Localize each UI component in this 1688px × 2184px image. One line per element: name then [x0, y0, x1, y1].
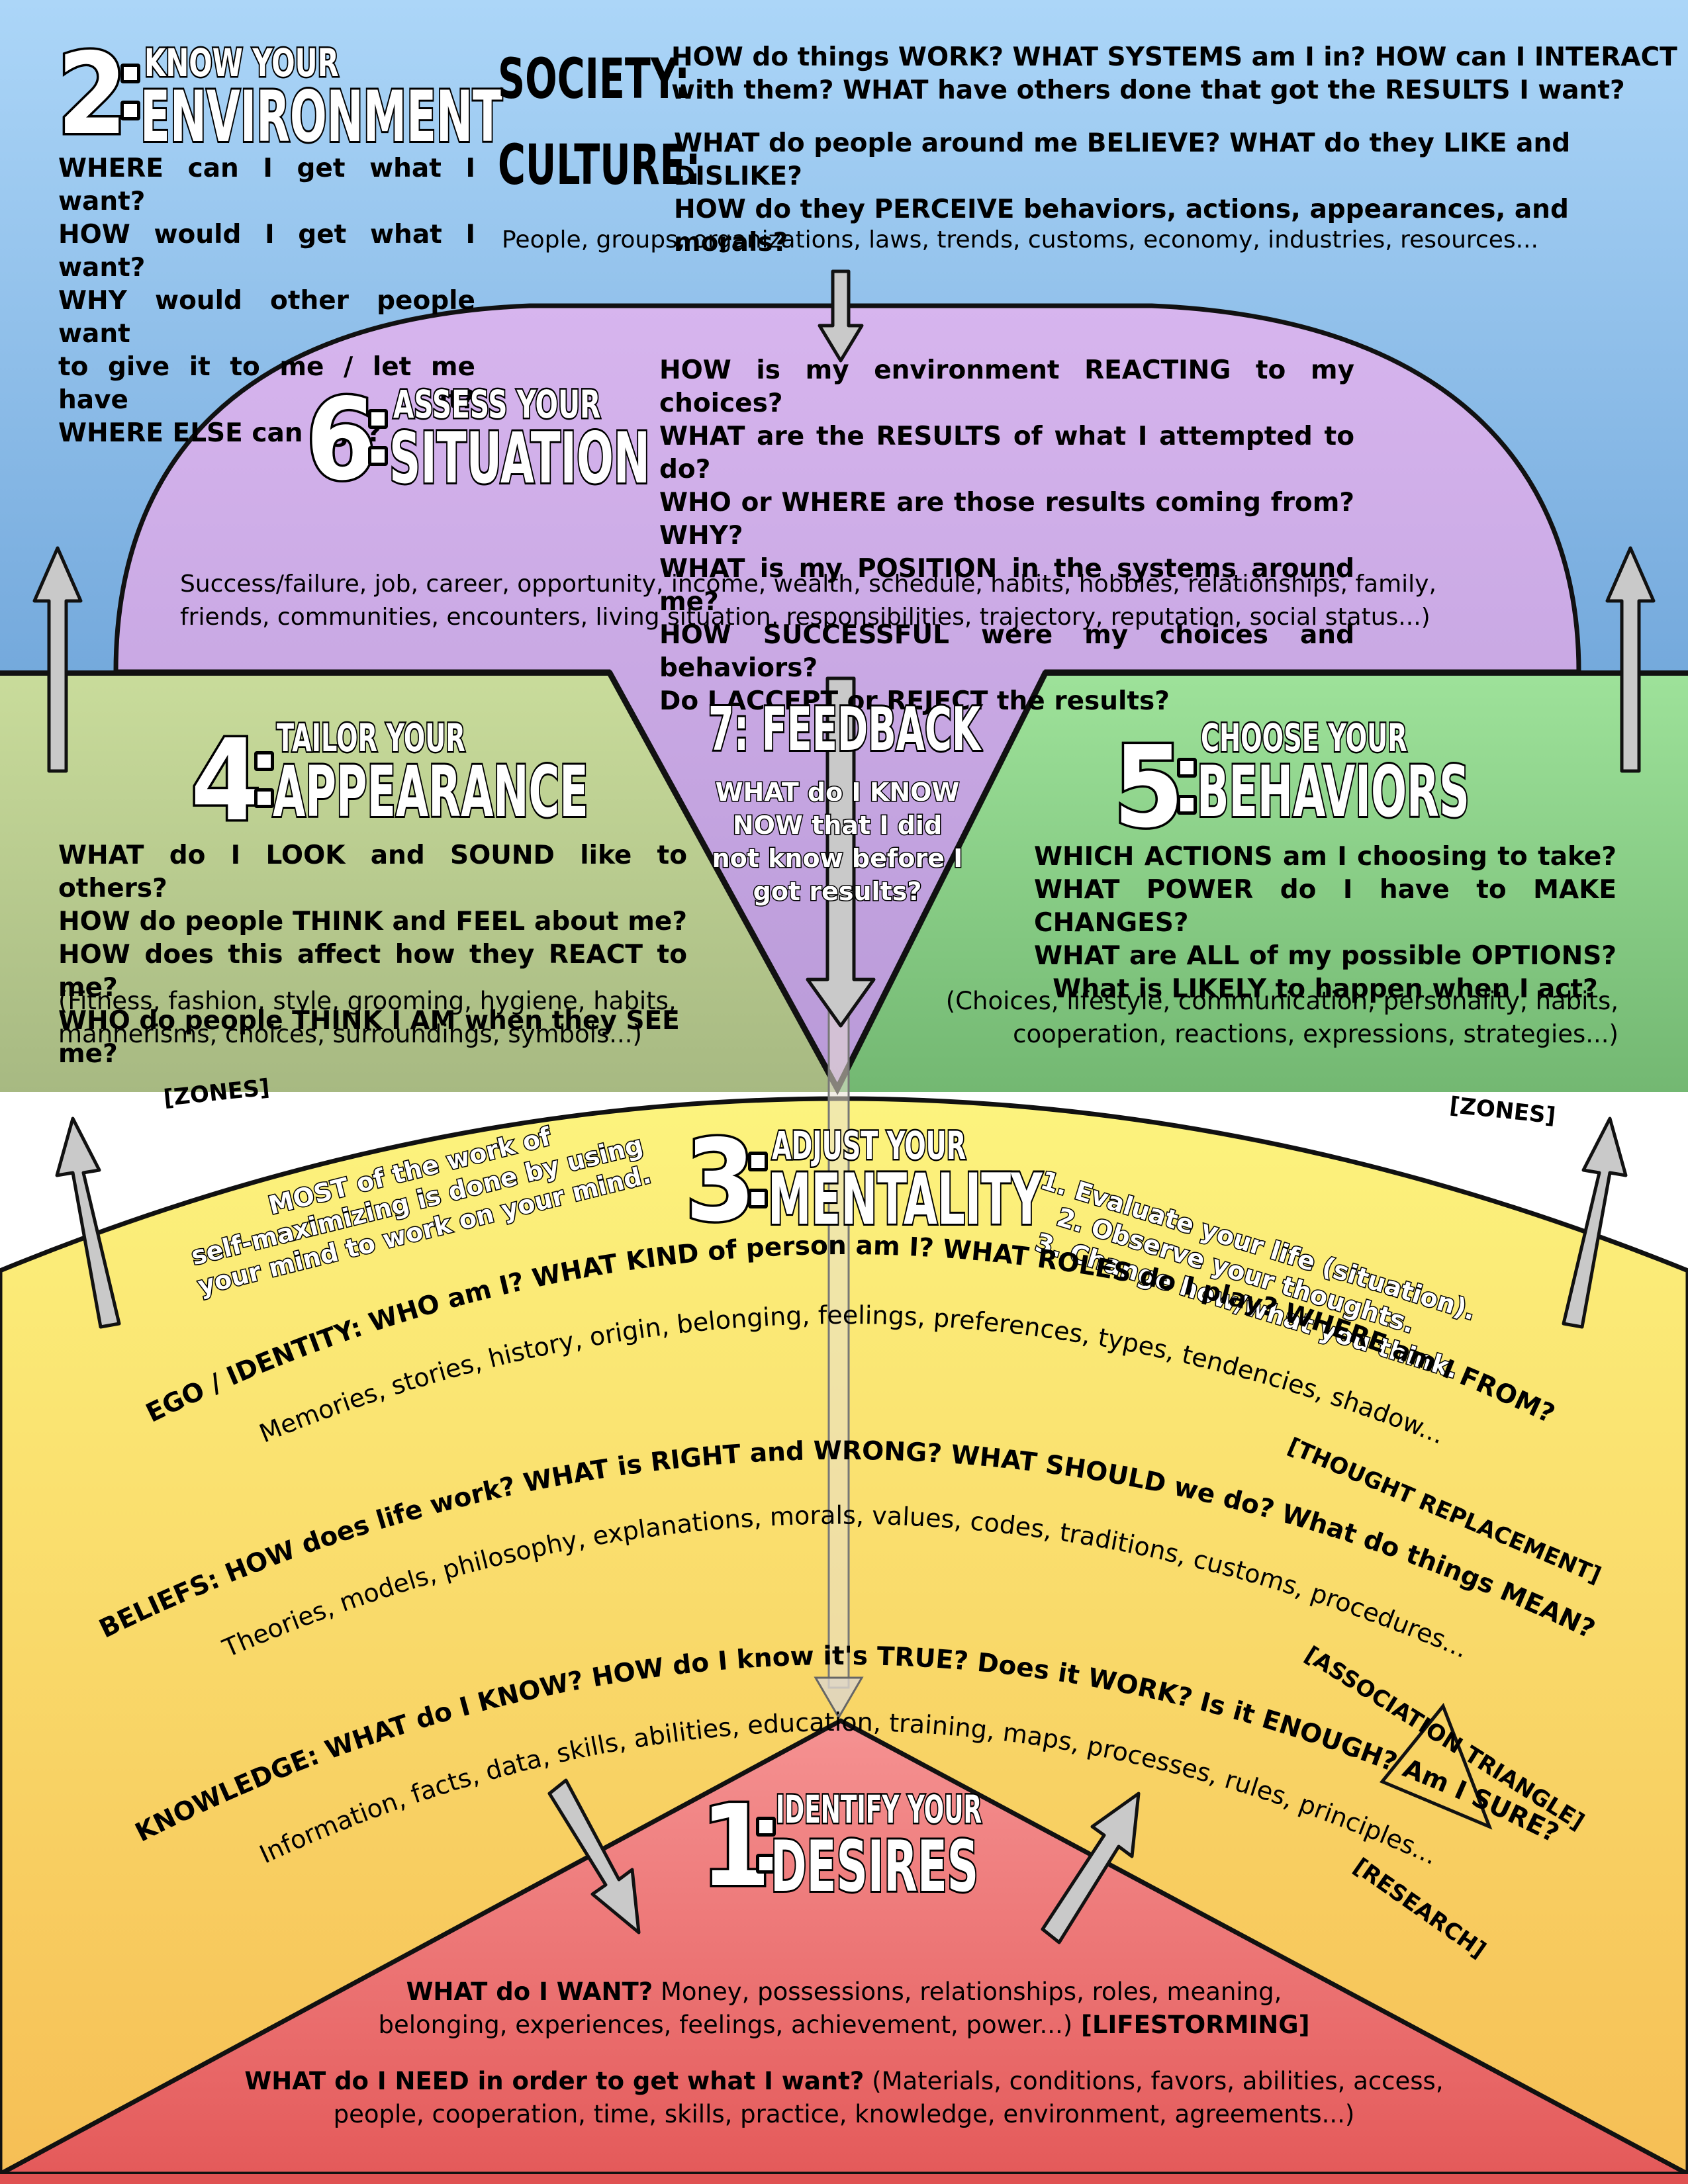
behaviors-colon: [1177, 758, 1197, 817]
appearance-colon: [254, 751, 274, 811]
behaviors-question: WHICH ACTIONS am I choosing to take?: [1034, 842, 1617, 872]
appearance-kicker: TAILOR YOUR: [275, 715, 466, 760]
mentality-kicker: ADJUST YOUR: [771, 1123, 966, 1168]
appearance-questions: WHAT do I LOOK and SOUND like to others?…: [58, 839, 687, 1071]
environment-colon: [120, 64, 140, 123]
culture-line: HOW do they PERCEIVE behaviors, actions,…: [674, 195, 1569, 257]
situation-questions: HOW is my environment REACTING to my cho…: [659, 354, 1354, 718]
appearance-question: HOW do people THINK and FEEL about me?: [58, 907, 687, 936]
appearance-example-line: mannerisms, choices, surroundings, symbo…: [58, 1020, 642, 1048]
society-label: SOCIETY:: [498, 46, 690, 111]
desires-want-examples: Money, possessions, relationships, roles…: [653, 1978, 1282, 2006]
environment-question: to give it to me / let me have it?: [58, 352, 475, 415]
behaviors-question: WHAT are ALL of my possible OPTIONS?: [1034, 941, 1617, 971]
behaviors-questions: WHICH ACTIONS am I choosing to take? WHA…: [1034, 841, 1617, 1006]
behaviors-kicker: CHOOSE YOUR: [1199, 715, 1408, 760]
mentality-colon: [748, 1152, 768, 1211]
environment-question: WHY would other people want: [58, 286, 475, 349]
lifestorming-tag: [LIFESTORMING]: [1072, 2011, 1310, 2039]
appearance-question: WHO do people THINK I AM when they SEE m…: [58, 1006, 680, 1069]
behaviors-title: BEHAVIORS: [1196, 751, 1470, 833]
society-questions: HOW do things WORK? WHAT SYSTEMS am I in…: [671, 41, 1677, 107]
situation-example-line: friends, communities, encounters, living…: [180, 604, 1430, 631]
behaviors-example-line: cooperation, reactions, expressions, str…: [1013, 1020, 1618, 1048]
culture-questions: WHAT do people around me BELIEVE? WHAT d…: [674, 127, 1688, 259]
desires-need-line2: people, cooperation, time, skills, pract…: [333, 2100, 1355, 2128]
environment-question: HOW would I get what I want?: [58, 220, 475, 283]
culture-line: WHAT do people around me BELIEVE? WHAT d…: [674, 128, 1571, 191]
desires-number: 1: [698, 1781, 773, 1912]
environment-kicker: KNOW YOUR: [143, 40, 340, 85]
behaviors-examples: (Choices, lifestyle, communication, pers…: [914, 985, 1618, 1051]
situation-question: HOW SUCCESSFUL were my choices and behav…: [659, 620, 1354, 683]
environment-question: WHERE can I get what I want?: [58, 154, 475, 216]
situation-examples: Success/failure, job, career, opportunit…: [180, 568, 1436, 634]
society-line: HOW do things WORK? WHAT SYSTEMS am I in…: [671, 42, 1677, 72]
desires-want-question: WHAT do I WANT?: [406, 1978, 653, 2006]
feedback-question: WHAT do I KNOW NOW that I did not know b…: [711, 776, 964, 908]
desires-need: WHAT do I NEED in order to get what I wa…: [165, 2065, 1523, 2131]
feedback-title: 7: FEEDBACK: [707, 695, 982, 764]
situation-colon: [368, 409, 388, 469]
situation-question: Do I ACCEPT or REJECT the results?: [659, 686, 1170, 716]
desires-title: DESIRES: [769, 1826, 980, 1907]
desires-want-line2: belonging, experiences, feelings, achiev…: [265, 2009, 1423, 2042]
flow-arrows: [32, 269, 1656, 1944]
environment-questions: WHERE can I get what I want? HOW would I…: [58, 152, 475, 450]
appearance-example-line: (Fitness, fashion, style, grooming, hygi…: [58, 987, 677, 1015]
situation-example-line: Success/failure, job, career, opportunit…: [180, 570, 1436, 598]
environment-title: ENVIRONMENT: [139, 76, 504, 158]
situation-question: WHAT is my POSITION in the systems aroun…: [659, 554, 1354, 617]
environment-examples: People, groups, organizations, laws, tre…: [502, 226, 1538, 253]
mentality-title: MENTALITY: [767, 1159, 1043, 1240]
desires-colon: [756, 1817, 776, 1876]
behaviors-question: WHAT POWER do I have to MAKE CHANGES?: [1034, 875, 1617, 938]
appearance-number: 4: [188, 715, 263, 846]
behaviors-number: 5: [1111, 722, 1186, 853]
association-triangle-icon: [1379, 1703, 1493, 1830]
desires-want: WHAT do I WANT? Money, possessions, rela…: [265, 1976, 1423, 2042]
feedback-line: WHAT do I KNOW: [714, 777, 961, 808]
situation-question: WHAT are the RESULTS of what I attempted…: [659, 422, 1354, 484]
environment-question: WHERE ELSE can I go?: [58, 418, 382, 448]
desires-need-examples: (Materials, conditions, favors, abilitie…: [864, 2067, 1444, 2095]
appearance-examples: (Fitness, fashion, style, grooming, hygi…: [58, 985, 677, 1051]
mentality-number: 3: [682, 1116, 757, 1247]
situation-title: SITUATION: [388, 418, 651, 499]
desires-need-line1: WHAT do I NEED in order to get what I wa…: [165, 2065, 1523, 2098]
feedback-line: NOW that I did: [731, 810, 943, 841]
situation-question: HOW is my environment REACTING to my cho…: [659, 355, 1354, 418]
behaviors-example-line: (Choices, lifestyle, communication, pers…: [945, 987, 1618, 1015]
appearance-question: HOW does this affect how they REACT to m…: [58, 940, 687, 1003]
behaviors-question: What is LIKELY to happen when I act?: [1053, 974, 1598, 1004]
culture-label: CULTURE:: [498, 132, 701, 197]
situation-number: 6: [303, 375, 378, 506]
environment-number: 2: [54, 29, 129, 160]
society-line: with them? WHAT have others done that go…: [671, 75, 1625, 105]
appearance-title: APPEARANCE: [271, 751, 589, 833]
desires-want-examples-2: belonging, experiences, feelings, achiev…: [378, 2011, 1073, 2039]
desires-want-line1: WHAT do I WANT? Money, possessions, rela…: [265, 1976, 1423, 2009]
feedback-line: not know before I: [711, 843, 964, 874]
appearance-question: WHAT do I LOOK and SOUND like to others?: [58, 841, 687, 903]
feedback-line: got results?: [752, 876, 923, 907]
situation-question: WHO or WHERE are those results coming fr…: [659, 488, 1354, 551]
desires-need-question: WHAT do I NEED in order to get what I wa…: [244, 2067, 865, 2095]
situation-kicker: ASSESS YOUR: [392, 382, 602, 427]
desires-kicker: IDENTIFY YOUR: [774, 1787, 982, 1832]
